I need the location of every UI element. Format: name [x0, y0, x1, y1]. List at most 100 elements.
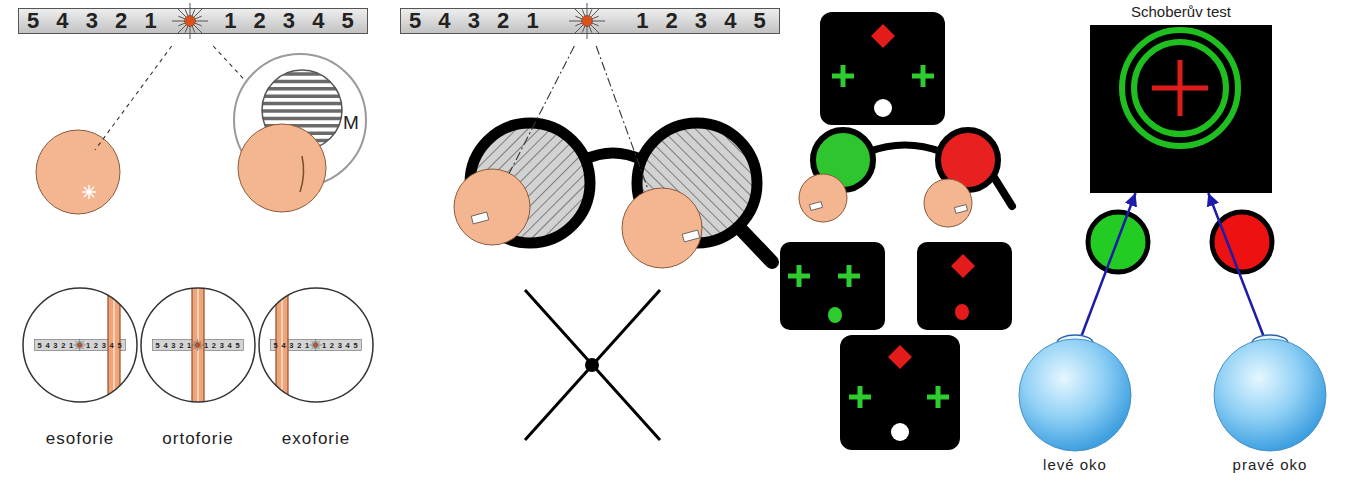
node-outline	[23, 288, 137, 402]
maddox-lens	[260, 109, 344, 113]
white-dot	[874, 99, 892, 117]
light-ray	[575, 16, 582, 19]
node-outline	[259, 288, 373, 402]
scale-bar: 5 4 3 2 11 2 3 4 5	[18, 8, 368, 34]
head	[238, 124, 326, 212]
red-diamond	[951, 254, 975, 278]
scale-numbers: 5 4 3 2 1	[27, 9, 162, 33]
scale-numbers: 1 2 3 4 5	[636, 9, 771, 33]
eye-mark	[954, 205, 967, 214]
mini-scale: 5 4 3 2 1 1 2 3 4 5	[153, 340, 244, 351]
green-cross	[788, 265, 860, 287]
mini-scale	[153, 340, 244, 351]
eye-label: levé oko	[1043, 456, 1107, 474]
light-ray	[74, 345, 79, 346]
node-outline	[1090, 25, 1272, 193]
light-ray	[587, 26, 588, 40]
red-diamond	[888, 345, 912, 369]
scale-numbers: 5 4 3 2 1	[156, 341, 192, 350]
star-symbol	[162, 9, 224, 33]
light-ray	[76, 341, 79, 344]
light-ray	[178, 16, 185, 19]
sight-arrow	[1208, 193, 1264, 338]
star-symbol	[544, 9, 636, 33]
fusion-cross	[525, 290, 660, 440]
light-ray	[317, 341, 320, 344]
light-ray	[582, 25, 585, 32]
light-ray	[589, 9, 592, 16]
green-ring	[1122, 30, 1238, 146]
light-ray	[185, 25, 188, 32]
light-ray	[589, 25, 592, 32]
eye-mark	[809, 202, 822, 211]
light-ray	[194, 341, 197, 344]
worth-card	[820, 12, 945, 125]
sight-line	[95, 46, 172, 150]
light-ray	[81, 341, 84, 344]
star-symbol	[310, 341, 322, 350]
maddox-rod: M	[232, 52, 368, 188]
light-ray	[76, 346, 79, 349]
light-ray	[310, 345, 315, 346]
heads-middle	[454, 169, 702, 268]
head	[799, 174, 847, 222]
red-diamond	[871, 24, 895, 48]
eye-label: pravé oko	[1233, 456, 1308, 474]
maddox-lens	[260, 94, 344, 98]
light-reflex	[84, 187, 94, 197]
scale-numbers: 1 2 3 4 5	[322, 341, 358, 350]
green-cross	[832, 65, 934, 87]
mini-scale	[271, 340, 362, 351]
maddox-lens	[260, 72, 344, 76]
light-ray	[192, 25, 195, 32]
green-cross	[849, 386, 949, 408]
red-filter	[1212, 212, 1272, 272]
scale-numbers: 5 4 3 2 1	[409, 9, 544, 33]
worth-card	[780, 242, 885, 330]
light-ray	[194, 16, 201, 19]
eye-mark	[682, 230, 700, 242]
scale-numbers: 1 2 3 4 5	[86, 341, 122, 350]
head-left	[36, 130, 120, 214]
node-outline	[1019, 339, 1131, 451]
light-point	[78, 343, 82, 347]
light-reflex	[82, 185, 96, 199]
light-ray	[199, 346, 202, 349]
red-cross	[1152, 60, 1208, 116]
light-ray	[317, 346, 320, 349]
fusion-cross	[585, 358, 599, 372]
light-reflex	[84, 187, 94, 197]
light-ray	[318, 345, 323, 346]
green-ring	[1134, 42, 1226, 134]
lens-letter: M	[343, 112, 359, 134]
maddox-lens	[260, 87, 344, 91]
head	[454, 169, 530, 245]
light-ray	[198, 339, 199, 344]
phoria-view: 5 4 3 2 11 2 3 4 5ortoforie	[140, 287, 256, 403]
fusion-cross	[525, 290, 660, 440]
light-ray	[190, 3, 191, 17]
light-ray	[582, 9, 585, 16]
eye-mark	[471, 212, 489, 224]
star-symbol	[74, 341, 86, 350]
phoria-label: exoforie	[282, 429, 350, 449]
node-outline	[141, 288, 255, 402]
mini-scale: 5 4 3 2 11 2 3 4 5	[35, 340, 126, 351]
maddox-lens	[260, 117, 344, 121]
mini-scale	[271, 340, 362, 351]
node-outline	[1214, 339, 1326, 451]
node-outline	[259, 288, 373, 402]
scale-numbers: 1 2 3 4 5	[204, 341, 240, 350]
light-ray	[192, 9, 195, 16]
light-ray	[199, 341, 202, 344]
glasses-bridge	[868, 145, 942, 152]
red-dot	[955, 304, 969, 320]
light-ray	[592, 21, 606, 22]
light-ray	[178, 23, 185, 26]
light-ray	[587, 3, 588, 17]
light-ray	[192, 345, 197, 346]
light-source	[192, 341, 204, 350]
fusion-cross	[525, 290, 660, 440]
